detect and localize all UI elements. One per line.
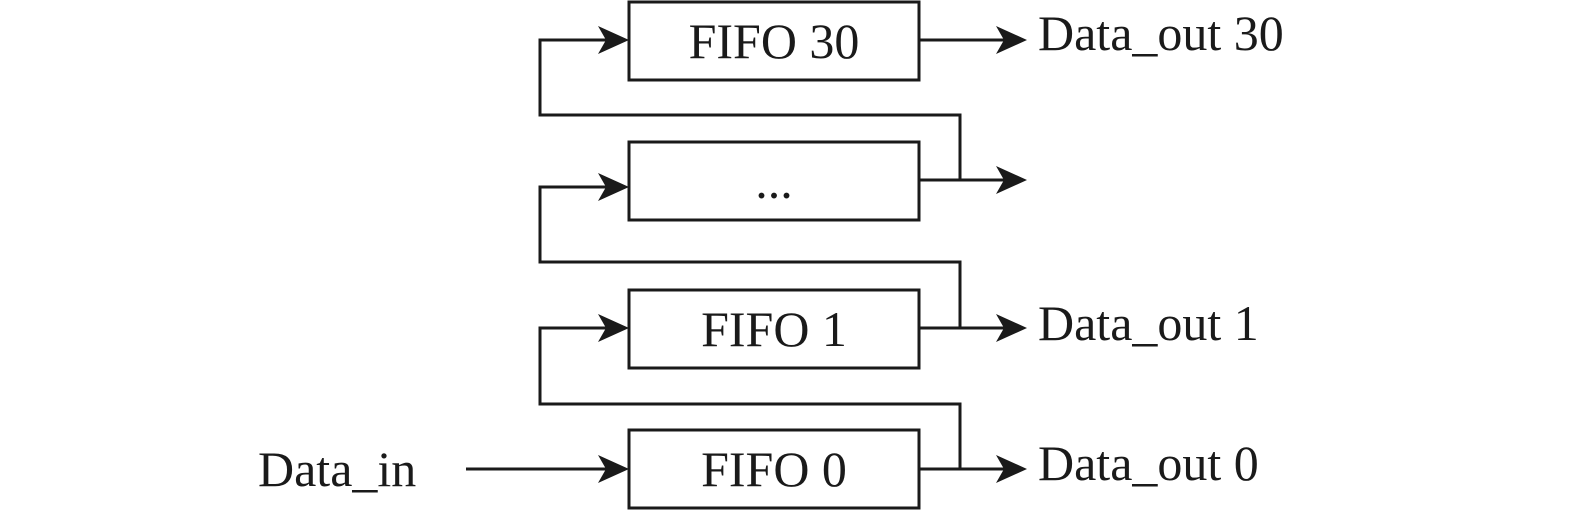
fifo-0-label: FIFO 0 (701, 441, 847, 497)
fifo-ellipsis-label: ... (755, 153, 793, 209)
cascade-arrowhead-fifo30 (598, 26, 629, 54)
cascade-wire-fifo1-to-ellipsis (538, 185, 962, 328)
fifo-ellipsis-output-arrowhead (996, 166, 1027, 194)
fifo-1-label: FIFO 1 (701, 301, 847, 357)
fifo-30-output-arrowhead (996, 26, 1027, 54)
fifo-0-output-arrowhead (996, 455, 1027, 483)
data-in-label: Data_in (258, 441, 416, 497)
fifo-1-box (627, 288, 921, 370)
data-out-1-label: Data_out 1 (1038, 295, 1259, 351)
fifo-30-box (627, 0, 921, 82)
data-out-30-label: Data_out 30 (1038, 5, 1284, 61)
cascade-arrowhead-ellipsis (598, 173, 629, 201)
cascade-arrowhead-fifo1 (598, 314, 629, 342)
cascade-wire-ellipsis-to-fifo30 (538, 38, 962, 180)
fifo-30-label: FIFO 30 (689, 13, 860, 69)
data-in-arrowhead (598, 455, 629, 483)
data-out-0-label: Data_out 0 (1038, 435, 1259, 491)
cascade-wire-fifo0-to-fifo1 (538, 326, 962, 469)
fifo-1-output-arrowhead (996, 314, 1027, 342)
fifo-ellipsis-box (627, 140, 921, 222)
